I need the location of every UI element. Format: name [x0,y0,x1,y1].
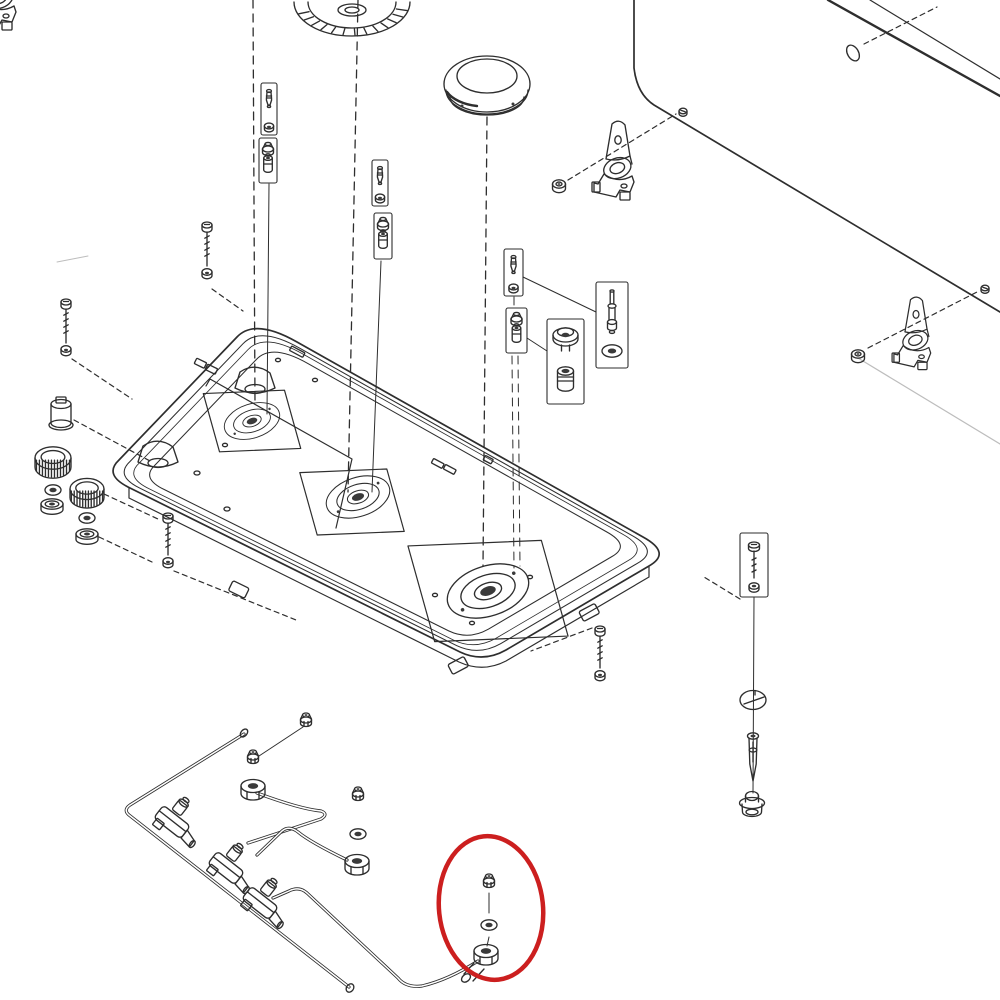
burner-tube-2 [255,826,349,862]
burner-tube-nut-2 [344,853,370,876]
cooktop-pan [112,327,660,675]
rear-panel [633,0,1000,313]
pan-latch [193,357,219,375]
spreader-washer-2 [78,512,96,524]
pan-plateau-step [205,378,353,529]
panel-hole [845,44,861,62]
stamped-parts [34,1,990,966]
orifice-pin [746,732,760,782]
tube-fitting-bolt-2 [351,786,365,802]
burner-tube-3 [271,887,480,988]
tube-fitting-bolt-1 [246,749,260,765]
jet-kit-b [373,212,393,260]
flame-spreader-ring-1 [34,446,72,479]
floor-clips [430,455,494,475]
injector-kit-b [371,159,389,207]
pan-holes [193,357,534,626]
pan-feet [228,580,600,675]
bracket-nut-2 [850,349,866,364]
flame-spreader-ring-2 [69,477,105,509]
gas-valve-3 [240,877,284,930]
highlighted-fitting-bolt [482,873,496,889]
burner-base-top [293,1,411,37]
assembly-axes [252,0,755,947]
igniter-bracket-2 [891,296,932,371]
screw-assembly-left [60,298,72,357]
fitting-washer-2 [349,828,367,840]
manifold-bolt [299,712,313,728]
panel-screw-2 [980,284,990,294]
burner-tube-1 [246,791,327,845]
rim-slot [289,345,306,358]
highlight-overlay [436,833,546,983]
leader-lines [71,113,978,757]
panel-screw-1 [678,107,688,117]
bracket-nut-1 [551,179,567,194]
mounting-disc [739,689,767,711]
burner-rings-center [325,475,391,519]
highlighted-fitting-washer [480,919,498,931]
faint-lines [56,255,1000,445]
screw-assembly-bottom-right [594,625,606,682]
igniter-plug-kit [595,281,629,369]
burner-pad-right [407,539,569,643]
injector-kit-c [503,248,524,297]
screw-assembly-top [201,221,213,280]
burner-pad-left [202,389,302,453]
igniter-bracket-1 [591,120,635,201]
gas-manifold [124,728,485,993]
burner-rings-right [446,563,530,619]
jet-kit-a [258,137,278,184]
jet-kit-c [505,307,528,354]
gas-valve-1 [152,796,196,849]
igniter-electrode-holder [48,396,74,431]
burner-cup-2 [75,528,99,545]
highlight-ellipse [436,833,546,983]
burner-head-kit [546,318,585,405]
burner-tube-nut-1 [240,778,266,801]
burner-rings-left [223,402,281,440]
gas-valve-2 [206,842,250,895]
burner-cap [443,55,531,116]
screw-assembly-mid-left [162,512,174,569]
burner-well-2 [137,440,179,468]
pan-lower-wall [128,487,650,668]
injector-kit-a [260,82,278,136]
burner-pad-center [299,468,405,536]
spreader-washer-1 [44,484,62,496]
rubber-grommet [738,790,766,818]
screw-kit [739,532,769,598]
igniter-bracket-def [0,0,17,31]
burner-cup-1 [40,498,64,515]
highlighted-elbow-fitting [473,943,499,966]
